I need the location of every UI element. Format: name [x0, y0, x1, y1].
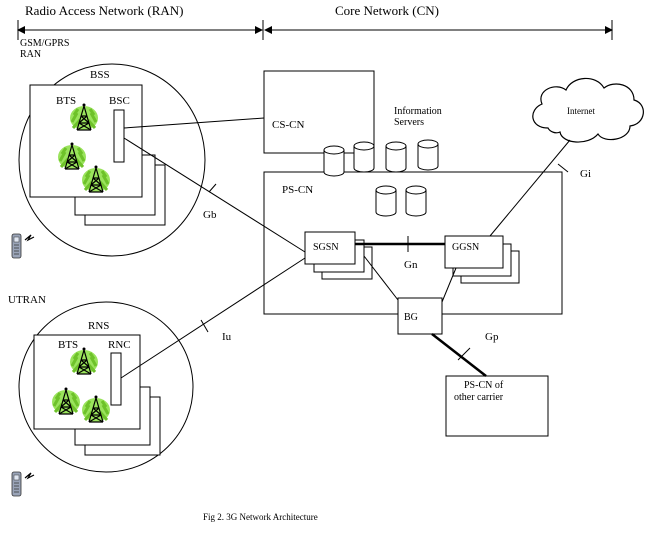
other-carrier-label-line1: PS-CN of: [464, 380, 504, 391]
ran-title: Radio Access Network (RAN): [25, 3, 184, 18]
bts-label: BTS: [56, 95, 76, 107]
sgsn-to-bg-link: [363, 255, 399, 301]
bsc-label: BSC: [109, 95, 130, 107]
gn-label: Gn: [404, 259, 418, 271]
bg-label: BG: [404, 312, 418, 323]
ggsn-label: GGSN: [452, 242, 479, 253]
bg-to-other-carrier-link: [431, 333, 487, 377]
server-cylinder-icon: [385, 141, 407, 173]
bg-node: [397, 297, 443, 335]
bss-label: BSS: [90, 69, 110, 81]
gi-label: Gi: [580, 168, 591, 180]
gsm-label-line2: RAN: [20, 49, 41, 60]
gp-label: Gp: [485, 331, 499, 343]
gi-tick: [557, 163, 569, 173]
pscn-label: PS-CN: [282, 184, 313, 196]
server-cylinder-icon: [323, 145, 345, 177]
info-servers-label-line2: Servers: [394, 117, 424, 128]
utran-label: UTRAN: [8, 294, 46, 306]
figure-caption: Fig 2. 3G Network Architecture: [203, 512, 318, 522]
internet-label: Internet: [567, 106, 595, 116]
bss-circle: [18, 63, 206, 257]
gsm-label-line1: GSM/GPRS: [20, 38, 69, 49]
iu-label: Iu: [222, 331, 232, 343]
gb-label: Gb: [203, 209, 217, 221]
sgsn-label: SGSN: [313, 242, 339, 253]
server-cylinder-icon: [405, 185, 427, 217]
rnc-to-sgsn-link: [120, 257, 306, 379]
iu-tick: [200, 319, 209, 333]
cscn-label: CS-CN: [272, 119, 304, 131]
server-cylinder-icon: [417, 139, 439, 171]
mobile-phone-icon: [11, 233, 35, 259]
server-cylinder-icon: [353, 141, 375, 173]
bsc-to-sgsn-link: [123, 137, 306, 253]
ggsn-node: [444, 235, 504, 269]
bsc-node: [113, 109, 125, 163]
other-carrier-box: [445, 375, 549, 437]
bts2-label: BTS: [58, 339, 78, 351]
rns-circle: [18, 301, 194, 473]
internet-cloud-icon: [532, 77, 644, 143]
sgsn-node: [304, 231, 356, 265]
cn-title: Core Network (CN): [335, 3, 439, 18]
mobile-phone-icon: [11, 471, 35, 497]
bsc-to-cscn-link: [123, 117, 265, 129]
ggsn-to-bg-link: [441, 267, 457, 303]
ggsn-to-internet-link: [489, 139, 571, 237]
rnc-label: RNC: [108, 339, 131, 351]
rnc-node: [110, 352, 122, 406]
other-carrier-label-line2: other carrier: [454, 392, 504, 403]
info-servers-label-line1: Information: [394, 106, 442, 117]
cscn-box: [263, 70, 375, 154]
gb-tick: [208, 183, 217, 193]
rns-label: RNS: [88, 320, 109, 332]
gp-tick: [457, 347, 471, 361]
server-cylinder-icon: [375, 185, 397, 217]
